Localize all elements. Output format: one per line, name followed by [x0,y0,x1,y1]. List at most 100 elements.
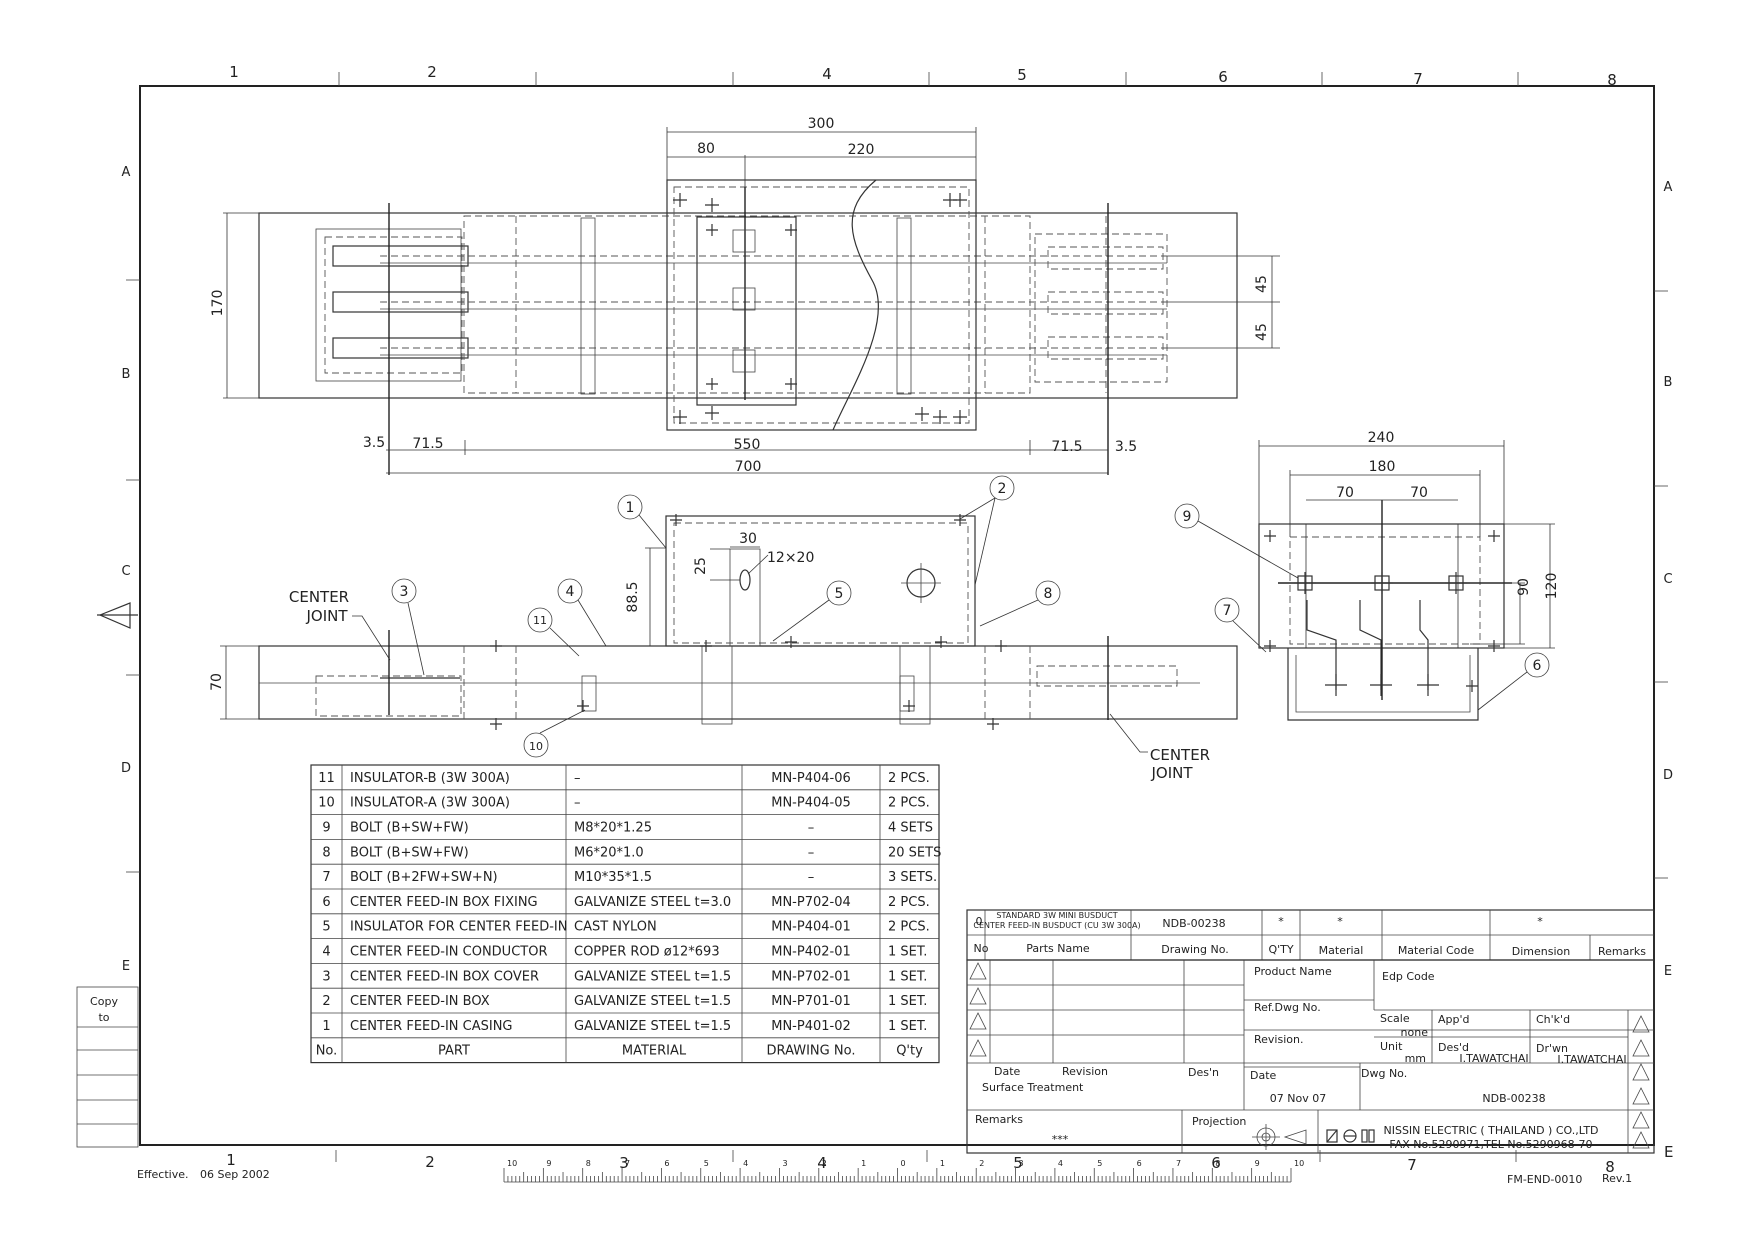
parts-cell-material: COPPER ROD ø12*693 [574,944,720,959]
balloon-1: 4 [557,578,607,647]
parts-cell-part: CENTER FEED-IN CASING [350,1019,513,1034]
ruler-label: 2 [822,1159,827,1168]
top-view-dimensions: 300 80 220 170 45 45 3.5 71.5 550 71.5 3… [210,116,1280,475]
title-block-triangles [1632,1015,1650,1149]
balloon-3: 2 [959,475,1015,586]
tb-h-dimension: Dimension [1512,945,1570,958]
parts-cell-no: 3 [322,969,330,984]
svg-text:1: 1 [626,500,635,516]
svg-text:1: 1 [226,1151,236,1169]
ruler-label: 3 [1019,1159,1024,1168]
parts-cell-no: 5 [322,920,330,935]
tb-appd: App'd [1438,1013,1470,1026]
top-view-casing [258,212,1238,399]
tb-h-qty: Q'TY [1268,943,1293,956]
center-joint-left-line2: JOINT [305,607,348,625]
tb-h-material-code: Material Code [1398,944,1475,957]
row-label-e-left: E [122,959,130,974]
tb-projection: Projection [1192,1115,1246,1128]
parts-cell-qty: 2 PCS. [888,796,930,811]
parts-cell-part: BOLT (B+SW+FW) [350,820,469,835]
drawing-border [139,85,1655,1146]
svg-text:6: 6 [1533,658,1542,674]
parts-cell-part: BOLT (B+2FW+SW+N) [350,870,498,885]
tb-edp-code: Edp Code [1382,970,1435,983]
parts-header-4: Q'ty [896,1044,923,1059]
dim-90: 90 [1516,578,1532,596]
parts-cell-part: BOLT (B+SW+FW) [350,845,469,860]
tb-desd-value: I.TAWATCHAI [1459,1052,1528,1065]
dim-30: 30 [739,531,757,547]
svg-text:4: 4 [817,1154,827,1172]
tb-dwg-no-label: Dwg No. [1361,1067,1407,1080]
center-joint-right-line1: CENTER [1150,746,1210,764]
dim-12x20: 12×20 [767,550,814,566]
end-view [1258,500,1512,721]
col-label-7: 7 [1413,70,1423,88]
row-label-a-left: A [122,165,131,180]
parts-cell-qty: 1 SET. [888,944,927,959]
parts-cell-drawing: – [808,845,815,860]
parts-cell-qty: 2 PCS. [888,895,930,910]
tb-desd: Des'd [1438,1041,1469,1054]
svg-text:7: 7 [1407,1156,1417,1174]
ruler-label: 9 [546,1159,551,1168]
bottom-grid-labels: 1 2 3 4 5 6 7 8 [226,1151,1615,1176]
tb-date-value: 07 Nov 07 [1270,1092,1326,1105]
row-label-d-left: D [121,761,131,776]
form-rev: Rev.1 [1602,1172,1632,1185]
top-view [258,179,1238,475]
parts-cell-qty: 3 SETS. [888,870,937,885]
tb-h-no: No [974,942,989,955]
tb-drwn: Dr'wn [1536,1042,1568,1055]
tb-h-drawing-no: Drawing No. [1161,943,1229,956]
svg-text:9: 9 [1183,509,1192,525]
col-label-1: 1 [229,63,239,81]
parts-cell-part: CENTER FEED-IN BOX FIXING [350,895,538,910]
ruler-label: 7 [1176,1159,1181,1168]
parts-cell-drawing: MN-P402-01 [771,944,851,959]
tb-rev-date: Date [994,1065,1021,1078]
tb-remarks-label: Remarks [975,1113,1023,1126]
tb-revision: Revision. [1254,1033,1303,1046]
parts-cell-part: INSULATOR-B (3W 300A) [350,771,510,786]
tb-ref-dwg-no: Ref.Dwg No. [1254,1001,1321,1014]
balloon-11: 11 [527,607,580,657]
parts-cell-drawing: MN-P702-04 [771,895,851,910]
parts-cell-material: M6*20*1.0 [574,845,644,860]
row-ticks [126,279,1668,879]
tb-scale: Scale [1380,1012,1410,1025]
centering-arrow-icon [97,602,138,629]
dim-3-5-left: 3.5 [363,435,385,451]
effective-date: 06 Sep 2002 [200,1168,270,1181]
ruler-label: 6 [664,1159,669,1168]
svg-text:2: 2 [998,481,1007,497]
tb-h-remarks: Remarks [1598,945,1646,958]
dim-80: 80 [697,141,715,157]
top-grid-ticks [338,72,1519,86]
ruler-label: 4 [743,1159,748,1168]
ruler-label: 5 [704,1159,709,1168]
tb-material-value: * [1337,915,1343,928]
bottom-right-e: E [1664,1143,1673,1161]
form-no: FM-END-0010 [1507,1173,1582,1186]
tb-qty-value: * [1278,915,1284,928]
parts-cell-qty: 2 PCS. [888,920,930,935]
side-view-dimensions: 70 88.5 30 25 12×20 CENTER JOINT CENTER … [209,531,1210,782]
tb-remarks-value: *** [1052,1133,1069,1146]
copy-to-box: Copy to [76,986,139,1148]
tb-h-parts-name: Parts Name [1026,942,1090,955]
parts-cell-drawing: MN-P404-05 [771,796,851,811]
bottom-grid-ticks [335,1150,1517,1162]
parts-cell-qty: 20 SETS [888,845,941,860]
parts-cell-part: INSULATOR FOR CENTER FEED-IN [350,920,567,935]
parts-cell-qty: 1 SET. [888,1019,927,1034]
side-view-casing [258,645,1238,720]
balloon-2: 1 [617,494,667,549]
center-joint-right-line2: JOINT [1150,764,1193,782]
parts-header-3: DRAWING No. [767,1044,856,1059]
parts-cell-material: GALVANIZE STEEL t=1.5 [574,1019,731,1034]
dim-180: 180 [1369,459,1396,475]
side-view-fasteners [490,514,1007,730]
